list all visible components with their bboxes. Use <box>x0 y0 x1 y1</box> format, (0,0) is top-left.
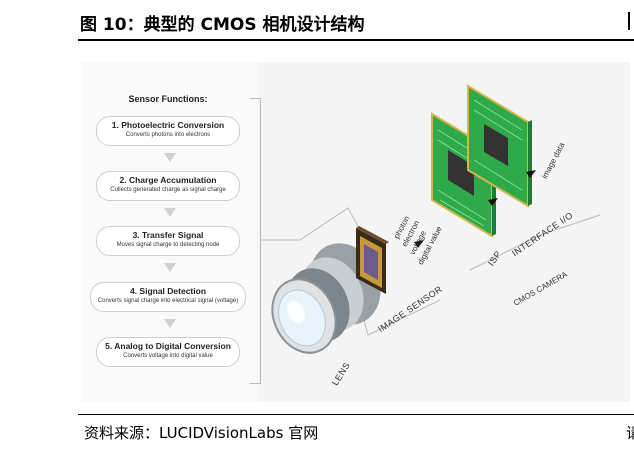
function-box-3: 3. Transfer Signal Moves signal charge t… <box>96 226 240 256</box>
image-sensor-chip-icon <box>356 226 389 294</box>
down-arrow-icon <box>164 319 176 328</box>
down-arrow-icon <box>164 208 176 217</box>
title-rule <box>78 39 634 41</box>
figure-title: 图 10：典型的 CMOS 相机设计结构 <box>80 15 365 35</box>
footer-rule <box>78 414 634 415</box>
down-arrow-icon <box>164 263 176 272</box>
function-title-2: 2. Charge Accumulation <box>119 175 217 185</box>
function-desc-1: Converts photons into electrons <box>125 132 211 138</box>
functions-bracket <box>250 98 261 384</box>
function-title-3: 3. Transfer Signal <box>132 230 204 240</box>
interface-board-icon <box>467 84 532 208</box>
function-box-2: 2. Charge Accumulation Collects generate… <box>96 171 240 201</box>
function-desc-5: Converts voltage into digital value <box>123 353 213 359</box>
function-desc-4: Converts signal charge into electrical s… <box>97 298 239 304</box>
function-title-4: 4. Signal Detection <box>129 286 207 296</box>
source-note: 资料来源：LUCIDVisionLabs 官网 <box>84 424 319 442</box>
down-arrow-icon <box>164 153 176 162</box>
corner-mark <box>628 12 634 30</box>
function-title-1: 1. Photoelectric Conversion <box>111 120 225 130</box>
function-desc-3: Moves signal charge to detecting node <box>116 242 220 248</box>
function-desc-2: Collects generated charge as signal char… <box>110 187 226 193</box>
function-box-4: 4. Signal Detection Converts signal char… <box>90 282 246 312</box>
function-box-5: 5. Analog to Digital Conversion Converts… <box>96 337 240 367</box>
function-box-1: 1. Photoelectric Conversion Converts pho… <box>96 116 240 146</box>
function-title-5: 5. Analog to Digital Conversion <box>105 341 231 351</box>
arrow-icons <box>414 170 536 248</box>
corner-glyph: 请 <box>626 424 634 442</box>
sensor-functions-title: Sensor Functions: <box>128 94 208 104</box>
